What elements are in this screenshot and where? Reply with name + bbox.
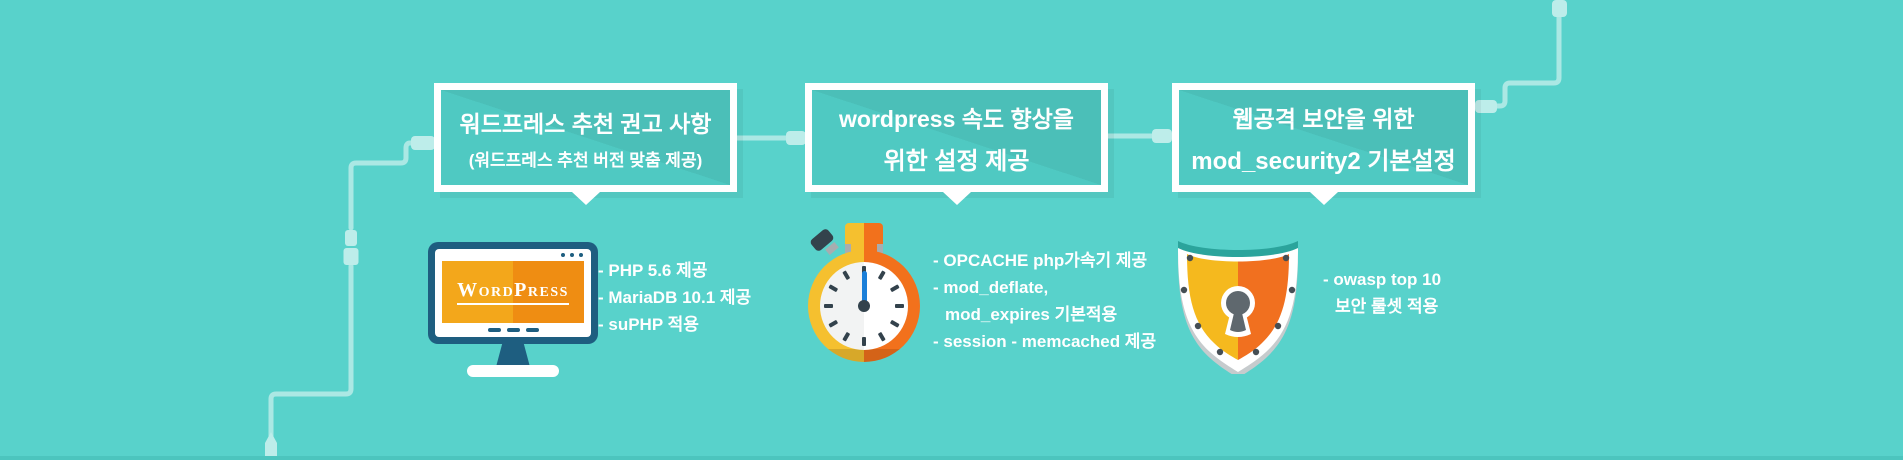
feature-bullets-wordpress: - PHP 5.6 제공 - MariaDB 10.1 제공 - suPHP 적용	[598, 257, 751, 338]
wordpress-monitor-icon: WordPress	[428, 242, 598, 378]
monitor-dashes	[435, 328, 591, 332]
stopwatch-tick	[895, 304, 904, 308]
stopwatch-tick	[842, 331, 851, 342]
keyhole-icon	[1221, 286, 1255, 337]
monitor-stand-base	[467, 365, 559, 377]
callout-title: 워드프레스 추천 권고 사항	[459, 110, 712, 137]
stopwatch-crown	[845, 223, 883, 253]
callout-title: wordpress 속도 향상을	[839, 105, 1074, 132]
cable-jack-upper	[345, 230, 357, 246]
cable-plug-bottom	[265, 432, 277, 460]
monitor-screen: WordPress	[442, 261, 584, 323]
cable-plug-top	[1552, 0, 1567, 17]
bullet-line: - mod_deflate,	[933, 278, 1049, 297]
monitor-bezel: WordPress	[435, 249, 591, 337]
bottom-edge-strip	[0, 456, 1903, 460]
security-shield-icon	[1178, 241, 1298, 374]
stopwatch-tick	[862, 266, 866, 275]
cable-left-wire	[348, 140, 417, 231]
callout-pointer	[942, 192, 971, 205]
bullet-line: - MariaDB 10.1 제공	[598, 288, 752, 307]
stopwatch-hand	[861, 271, 867, 306]
bullet-line: - PHP 5.6 제공	[598, 261, 708, 280]
callout-security: 웹공격 보안을 위한 mod_security2 기본설정	[1172, 83, 1475, 205]
shield-rivets	[1180, 254, 1296, 356]
stopwatch-icon	[808, 250, 920, 362]
stopwatch-tick	[877, 331, 886, 342]
cable-plug-box3	[1152, 129, 1172, 143]
stopwatch-face	[820, 262, 908, 350]
bullet-line: - owasp top 10	[1323, 270, 1442, 289]
callout-subtitle: 위한 설정 제공	[883, 147, 1030, 175]
cable-plug-box1	[411, 136, 435, 150]
cable-right-wire	[1494, 13, 1562, 109]
stopwatch-shade	[808, 349, 920, 362]
bullet-line: 보안 룰셋 적용	[1335, 297, 1439, 316]
cable-plug-box2	[786, 131, 806, 145]
stopwatch-tick	[824, 304, 833, 308]
stopwatch-tick	[842, 270, 851, 281]
stopwatch-center-dot	[858, 300, 870, 312]
callout-subtitle: mod_security2 기본설정	[1191, 147, 1456, 175]
callout-subtitle: (워드프레스 추천 버전 맞춤 제공)	[468, 150, 703, 170]
callout-wordpress-recommend: 워드프레스 추천 권고 사항 (워드프레스 추천 버전 맞춤 제공)	[434, 83, 737, 205]
wordpress-logo: WordPress	[457, 279, 569, 305]
bullet-line: - session - memcached 제공	[933, 332, 1157, 351]
stopwatch-tick	[877, 270, 886, 281]
bullet-line: mod_expires 기본적용	[945, 305, 1118, 324]
bullet-line: - OPCACHE php가속기 제공	[933, 251, 1148, 270]
feature-bullets-speed: - OPCACHE php가속기 제공 - mod_deflate, mod_exp…	[933, 247, 1156, 355]
stopwatch-tick	[889, 284, 900, 293]
callout-speed-settings: wordpress 속도 향상을 위한 설정 제공	[805, 83, 1108, 205]
callout-pointer	[1309, 192, 1338, 205]
cable-left-wire-lower	[268, 263, 354, 440]
feature-bullets-security: - owasp top 10 보안 룰셋 적용	[1323, 266, 1441, 320]
monitor-frame: WordPress	[428, 242, 598, 344]
stopwatch-tick	[862, 337, 866, 346]
monitor-dots	[561, 253, 583, 257]
stopwatch-tick	[889, 319, 900, 328]
callout-title: 웹공격 보안을 위한	[1232, 105, 1415, 132]
callout-pointer	[571, 192, 600, 205]
stopwatch-tick	[828, 319, 839, 328]
monitor-stand-neck	[496, 344, 530, 367]
bullet-line: - suPHP 적용	[598, 315, 699, 334]
cable-plug-box3-right	[1475, 100, 1497, 113]
cable-jack-lower	[343, 248, 359, 265]
stopwatch-tick	[828, 284, 839, 293]
